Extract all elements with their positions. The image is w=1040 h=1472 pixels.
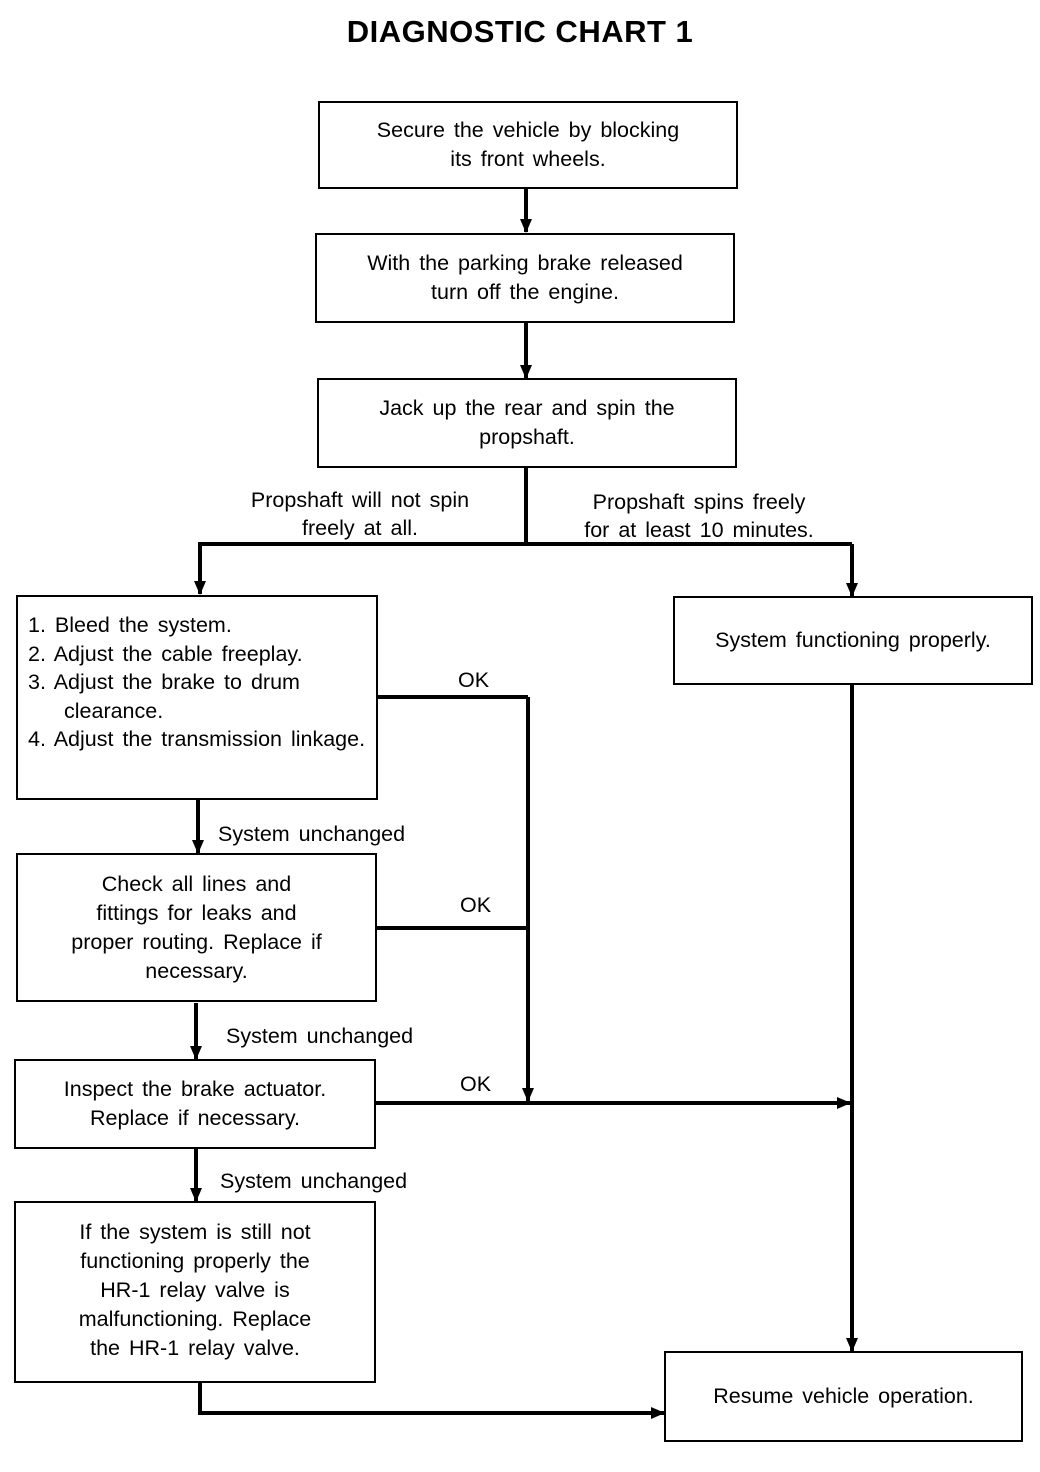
jack-line-1: Jack up the rear and spin the [379, 396, 675, 420]
inspect-actuator-box: Inspect the brake actuator. Replace if ne… [14, 1059, 376, 1149]
not-spin-line-2: freely at all. [302, 516, 418, 540]
label-spins-freely: Propshaft spins freely for at least 10 m… [554, 488, 844, 544]
step-item: 2. Adjust the cable freeplay. [28, 641, 303, 666]
parking-brake-box: With the parking brake released turn off … [315, 233, 735, 323]
unchanged-label-3: System unchanged [220, 1169, 408, 1193]
parking-line-1: With the parking brake released [367, 251, 683, 275]
inspect-line-2: Replace if necessary. [90, 1106, 300, 1130]
unchanged-label-2: System unchanged [226, 1024, 414, 1048]
relay-line-4: malfunctioning. Replace [78, 1307, 312, 1331]
relay-line-1: If the system is still not [79, 1220, 311, 1244]
label-will-not-spin: Propshaft will not spin freely at all. [222, 486, 498, 542]
system-functioning-box: System functioning properly. [673, 596, 1033, 685]
ok-label-2: OK [460, 893, 492, 917]
ok-label-3: OK [460, 1072, 492, 1096]
resume-operation-box: Resume vehicle operation. [664, 1351, 1023, 1442]
relay-line-5: the HR-1 relay valve. [90, 1336, 300, 1360]
check-line-3: proper routing. Replace if [71, 929, 322, 954]
check-line-1: Check all lines and [101, 871, 292, 896]
jack-up-box: Jack up the rear and spin the propshaft. [317, 378, 737, 468]
step-item: 1. Bleed the system. [28, 613, 232, 637]
check-line-2: fittings for leaks and [96, 900, 297, 925]
adjustment-steps-box: 1. Bleed the system. 2. Adjust the cable… [16, 595, 378, 800]
relay-valve-box: If the system is still not functioning p… [14, 1201, 376, 1383]
secure-line-1: Secure the vehicle by blocking [376, 118, 680, 142]
spins-line-1: Propshaft spins freely [592, 490, 806, 514]
parking-line-2: turn off the engine. [431, 280, 619, 304]
jack-line-2: propshaft. [479, 425, 575, 449]
not-spin-line-1: Propshaft will not spin [250, 488, 470, 512]
spins-line-2: for at least 10 minutes. [584, 518, 814, 542]
functioning-line-1: System functioning properly. [715, 628, 991, 652]
secure-vehicle-box: Secure the vehicle by blocking its front … [318, 101, 738, 189]
secure-line-2: its front wheels. [450, 147, 606, 171]
ok-label-1: OK [458, 668, 490, 692]
arrow-relay-to-resume [198, 1382, 665, 1419]
relay-line-3: HR-1 relay valve is [100, 1278, 290, 1302]
chart-title: DIAGNOSTIC CHART 1 [346, 14, 694, 49]
check-line-4: necessary. [145, 958, 248, 983]
step-item: 3. Adjust the brake to drum clearance. [28, 670, 300, 723]
inspect-line-1: Inspect the brake actuator. [63, 1077, 327, 1101]
check-lines-box: Check all lines and fittings for leaks a… [16, 853, 377, 1002]
resume-line-1: Resume vehicle operation. [713, 1384, 974, 1408]
step-item: 4. Adjust the transmission linkage. [28, 727, 366, 751]
unchanged-label-1: System unchanged [218, 822, 406, 846]
relay-line-2: functioning properly the [80, 1249, 310, 1273]
